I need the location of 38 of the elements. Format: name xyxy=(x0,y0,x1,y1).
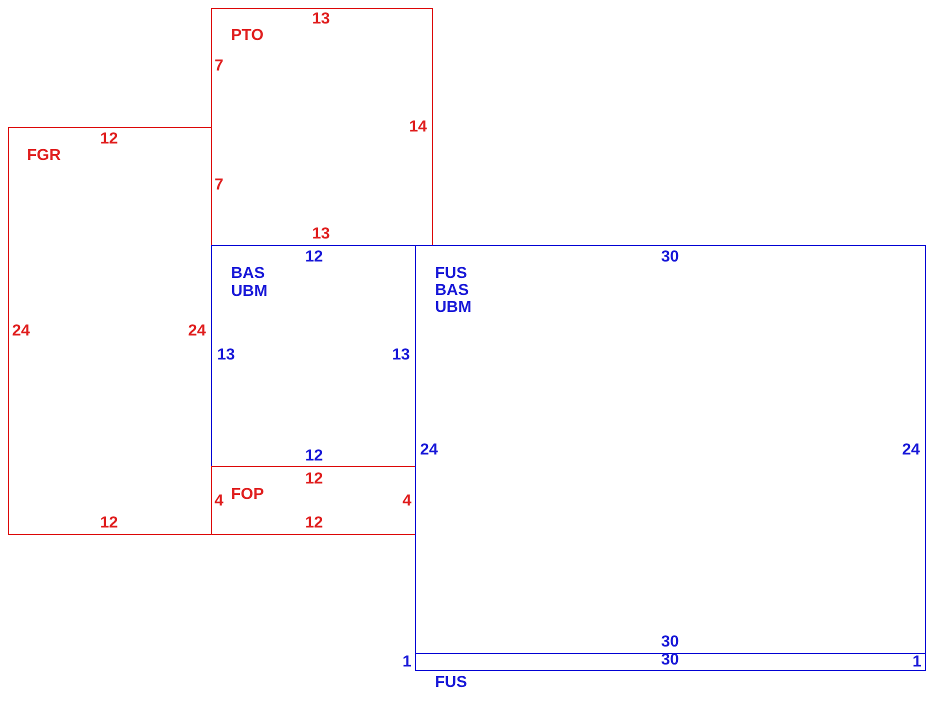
dimension-value: 12 xyxy=(305,514,323,532)
room-code: UBM xyxy=(231,283,268,300)
dimension-value: 1 xyxy=(912,654,922,670)
room-code: BAS xyxy=(435,282,469,299)
dimension-value: 24 xyxy=(420,442,438,458)
dimension-value: 30 xyxy=(661,248,679,266)
room-code: FOP xyxy=(231,486,264,503)
room-code: FGR xyxy=(27,147,61,164)
dimension-value: 30 xyxy=(661,652,679,668)
room-outline xyxy=(211,466,416,535)
room-outline xyxy=(415,245,926,654)
dimension-value: 24 xyxy=(12,322,30,340)
dimension-value: 13 xyxy=(312,10,330,28)
dimension-value: 12 xyxy=(305,470,323,488)
dimension-value: 13 xyxy=(217,346,235,364)
dimension-value: 4 xyxy=(402,492,412,510)
room-code: BAS xyxy=(231,265,265,282)
dimension-value: 7 xyxy=(214,58,224,74)
dimension-value: 24 xyxy=(188,322,206,340)
dimension-value: 14 xyxy=(409,118,427,136)
room-code: FUS xyxy=(435,674,467,691)
dimension-value: 12 xyxy=(305,448,323,464)
dimension-value: 12 xyxy=(305,248,323,266)
dimension-value: 13 xyxy=(312,226,330,242)
dimension-value: 24 xyxy=(902,442,920,458)
room-outline xyxy=(211,8,433,246)
room-code: FUS xyxy=(435,265,467,282)
dimension-value: 13 xyxy=(392,346,410,364)
dimension-value: 4 xyxy=(214,492,224,510)
room-outline xyxy=(8,127,212,535)
room-outline xyxy=(211,245,416,467)
dimension-value: 1 xyxy=(402,654,412,670)
dimension-value: 30 xyxy=(661,634,679,650)
dimension-value: 7 xyxy=(214,176,224,194)
room-code: UBM xyxy=(435,299,472,316)
room-code: PTO xyxy=(231,27,264,44)
dimension-value: 12 xyxy=(100,130,118,148)
dimension-value: 12 xyxy=(100,514,118,532)
